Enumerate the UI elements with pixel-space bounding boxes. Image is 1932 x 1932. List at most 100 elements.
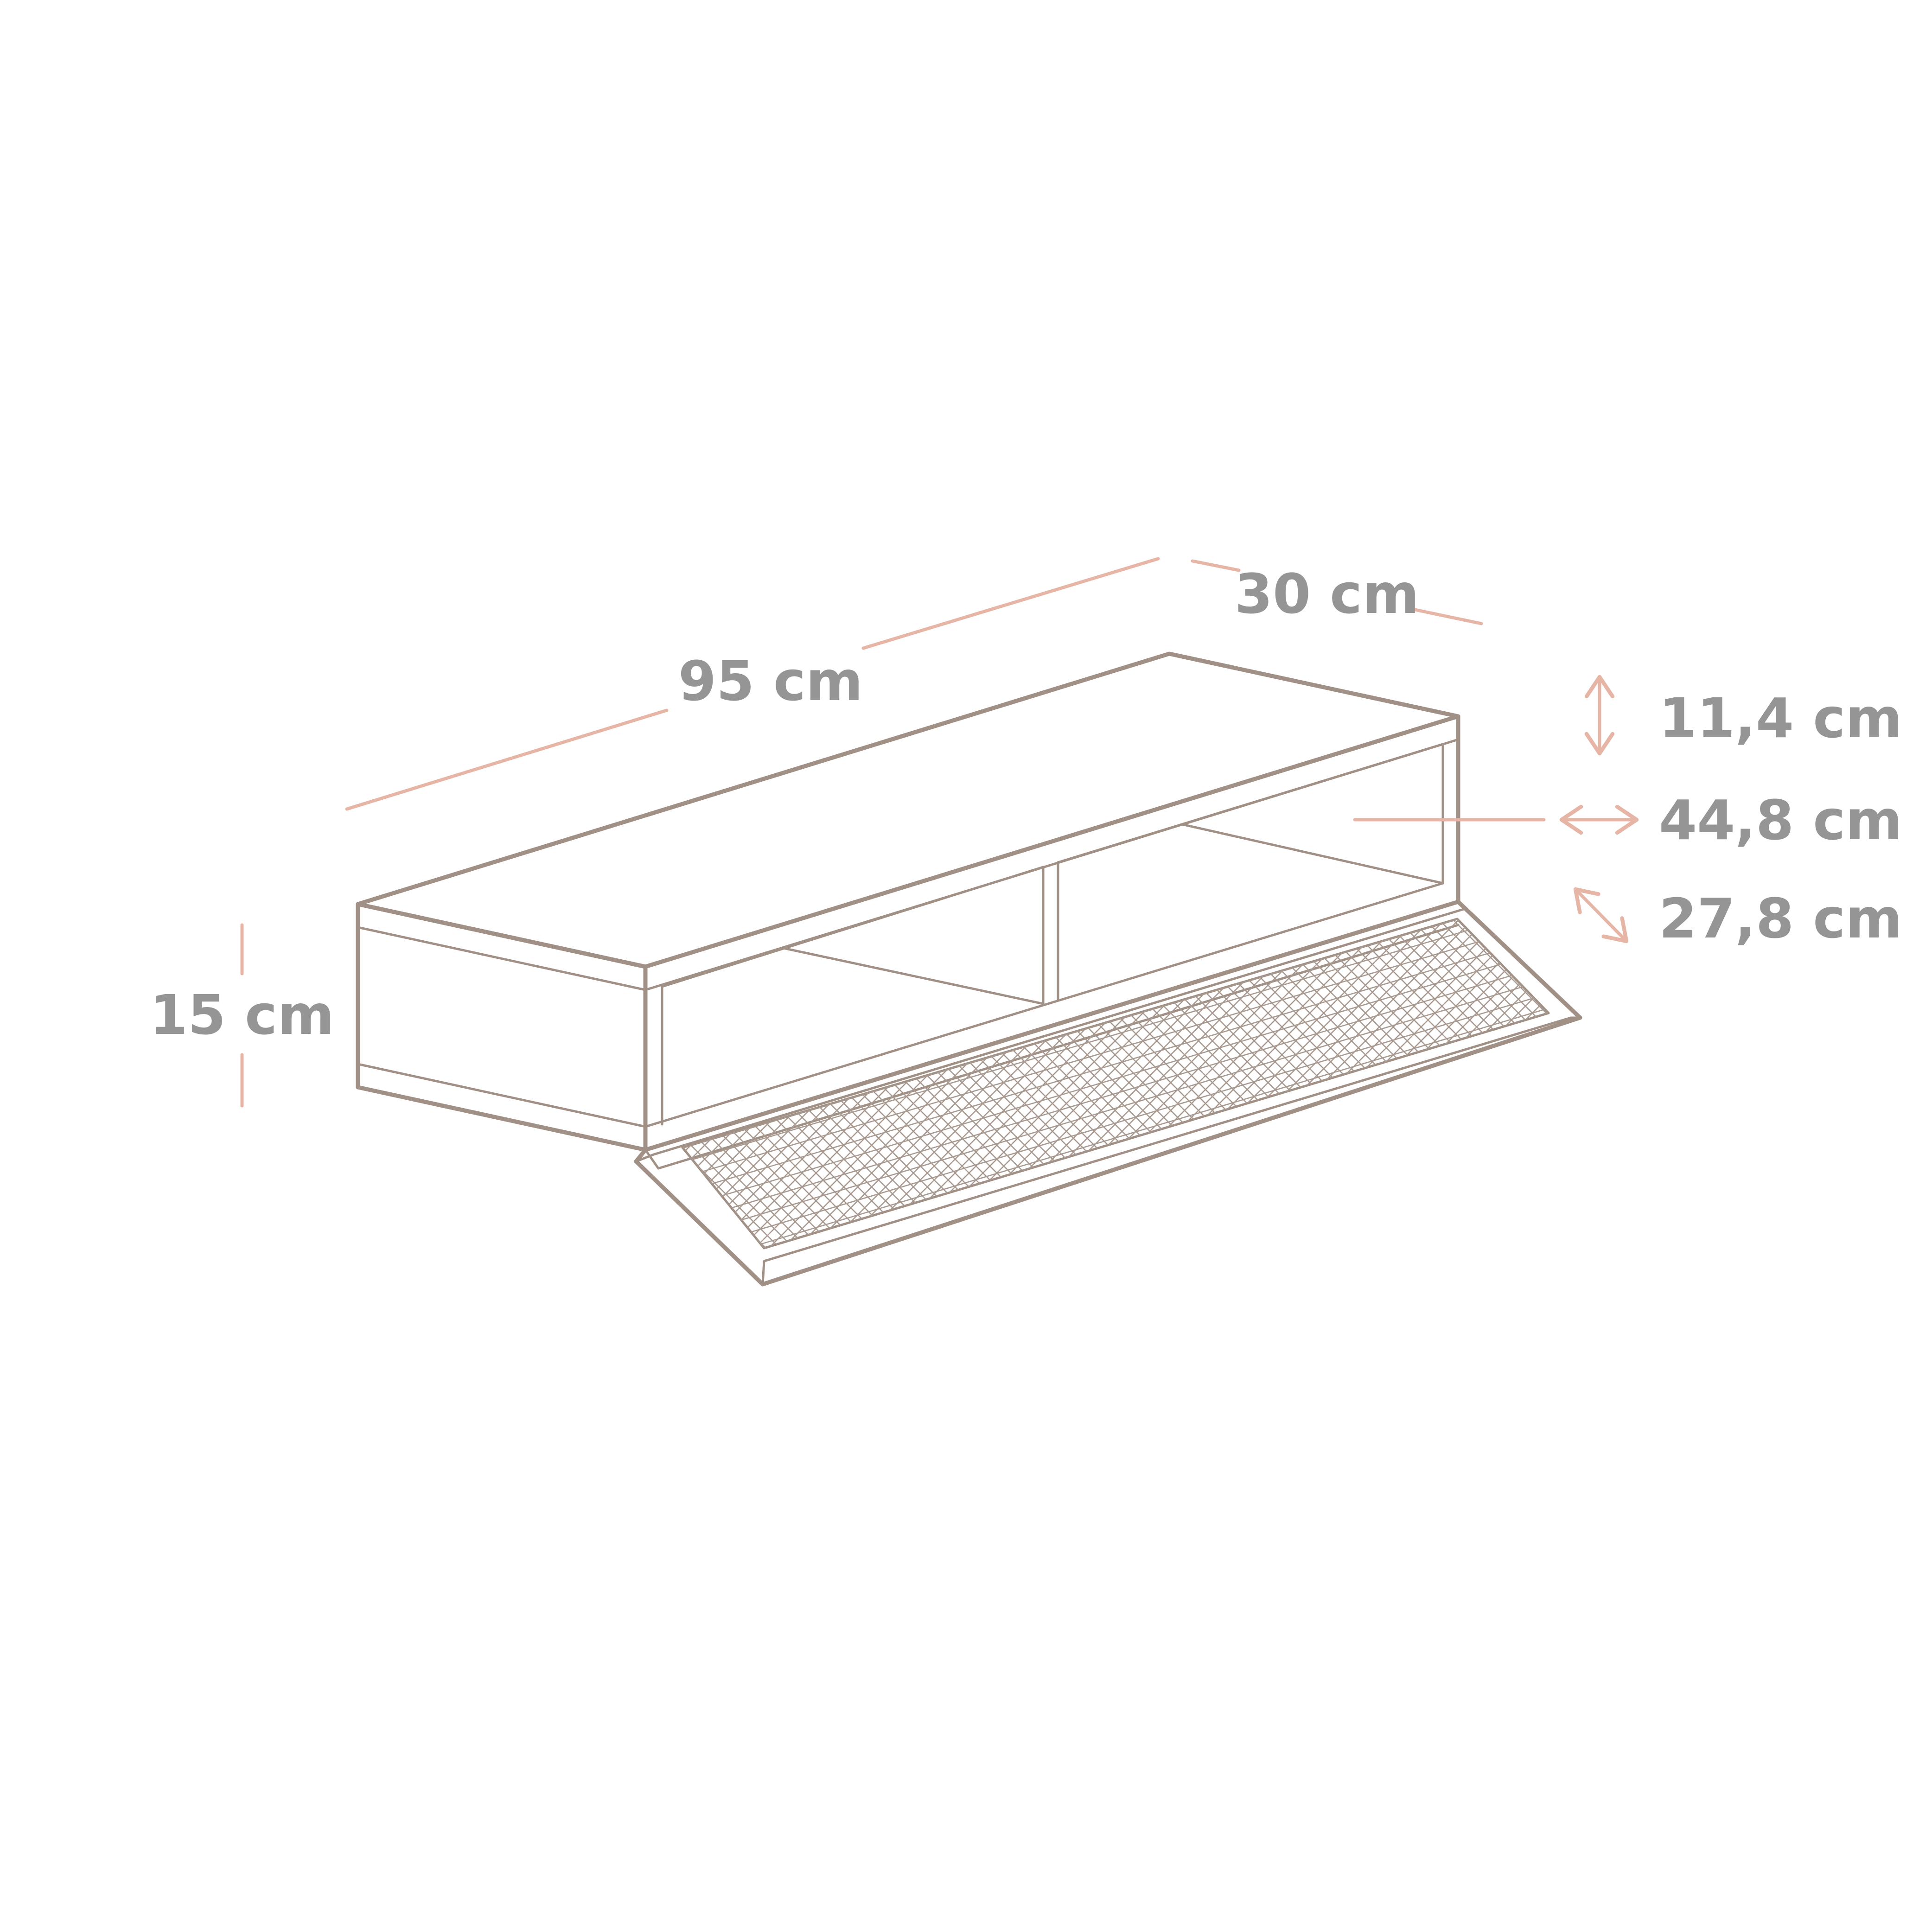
mesh-strand (913, 919, 1331, 1248)
mesh-strand (682, 919, 705, 1248)
mesh-strand (701, 941, 1479, 1173)
mesh-strand (682, 919, 761, 1248)
mesh-strand (0, 881, 260, 1298)
mesh-strand (260, 881, 677, 1298)
mesh-strand (204, 881, 621, 1298)
mesh-strand (1177, 919, 1549, 1248)
mesh-strand (0, 881, 371, 1298)
shelf-bottom-front-edge (644, 882, 1444, 1128)
mesh-strand (0, 881, 329, 1298)
mesh-strand (0, 881, 218, 1298)
mesh-strand (218, 881, 635, 1298)
mesh-strand (0, 881, 343, 1298)
mesh-strand (0, 881, 65, 1298)
mesh-strand (107, 881, 524, 1298)
mesh-strand (1929, 881, 1932, 1298)
mesh-strand (682, 919, 1095, 1248)
depth-dimension-line-right (1413, 608, 1483, 625)
mesh-strand (0, 881, 37, 1298)
mesh-strand (107, 881, 524, 1298)
rattan-mesh (0, 881, 1932, 1298)
mesh-strand (1915, 881, 1932, 1298)
mesh-strand (682, 919, 1039, 1248)
mesh-strand (93, 881, 510, 1298)
mesh-strand (982, 919, 1401, 1248)
mesh-strand (65, 881, 482, 1298)
mesh-strand (0, 881, 413, 1298)
mesh-strand (721, 963, 1501, 1197)
dimension-labels: 95 cm 30 cm 15 cm 11,4 cm 44,8 cm 27,8 c… (150, 562, 1902, 1047)
mesh-strand (134, 881, 552, 1298)
mesh-strand (682, 919, 1025, 1248)
mesh-strand (0, 881, 148, 1298)
mesh-strand (0, 881, 79, 1298)
shelf-left-end-face (356, 902, 648, 1152)
mesh-strand (1135, 919, 1549, 1248)
mesh-strand (1247, 919, 1549, 1248)
mesh-strand (0, 881, 357, 1298)
mesh-strand (0, 881, 315, 1298)
mesh-strand (0, 881, 176, 1298)
mesh-strand (0, 881, 51, 1298)
mesh-strand (955, 919, 1373, 1248)
mesh-strand (1929, 881, 1932, 1298)
mesh-strand (0, 881, 190, 1298)
mesh-strand (0, 881, 121, 1298)
mesh-strand (0, 881, 329, 1298)
compartment-right-floor-line (1181, 823, 1444, 885)
mesh-strand (0, 881, 79, 1298)
compartment-depth-arrow (1573, 887, 1629, 944)
mesh-strand (232, 881, 649, 1298)
mesh-strand (0, 881, 371, 1298)
mesh-strand (0, 881, 107, 1298)
mesh-strand (0, 881, 134, 1298)
mesh-strand (65, 881, 482, 1298)
mesh-strand (682, 919, 761, 1248)
mesh-strand (0, 881, 232, 1298)
mesh-strand (829, 919, 1248, 1248)
panel-outer-frame (634, 899, 1582, 1287)
mesh-strand (232, 881, 649, 1298)
mesh-strand (682, 919, 705, 1248)
mesh-strand (0, 881, 399, 1298)
mesh-strand (37, 881, 454, 1298)
shelf-body (356, 651, 1460, 1152)
panel-inner-frame (681, 918, 1550, 1250)
mesh-strand (0, 881, 9, 1298)
mesh-strand (692, 930, 1469, 1160)
mesh-strand (0, 881, 357, 1298)
mesh-strand (93, 881, 510, 1298)
mesh-strand (682, 919, 803, 1248)
mesh-strand (711, 952, 1491, 1185)
compartment-left-floor-line (782, 947, 1045, 1005)
mesh-strand (1024, 919, 1442, 1248)
mesh-strand (0, 881, 301, 1298)
mesh-strand (0, 881, 399, 1298)
mesh-strand (204, 881, 621, 1298)
mesh-strand (0, 881, 246, 1298)
mesh-strand (731, 975, 1512, 1209)
mesh-strand (1219, 919, 1549, 1248)
mesh-strand (751, 997, 1534, 1233)
mesh-strand (0, 881, 315, 1298)
mesh-strand (1247, 919, 1549, 1248)
mesh-strand (1915, 881, 1932, 1298)
mesh-strand (0, 881, 148, 1298)
mesh-strand (0, 881, 93, 1298)
mesh-strand (1094, 919, 1512, 1248)
mesh-strand (682, 919, 1025, 1248)
compartment-height-label: 11,4 cm (1659, 686, 1902, 750)
compartment-width-label: 44,8 cm (1659, 788, 1902, 852)
mesh-strand (0, 881, 218, 1298)
mesh-strand (0, 881, 274, 1298)
height-label: 15 cm (150, 983, 334, 1047)
mesh-strand (0, 881, 260, 1298)
mesh-strand (0, 881, 107, 1298)
mesh-strand (760, 1008, 1545, 1245)
mesh-strand (0, 881, 134, 1298)
mesh-strand (0, 881, 23, 1298)
mesh-strand (0, 881, 121, 1298)
width-dimension-line-left (345, 708, 669, 811)
mesh-strand (682, 919, 956, 1248)
